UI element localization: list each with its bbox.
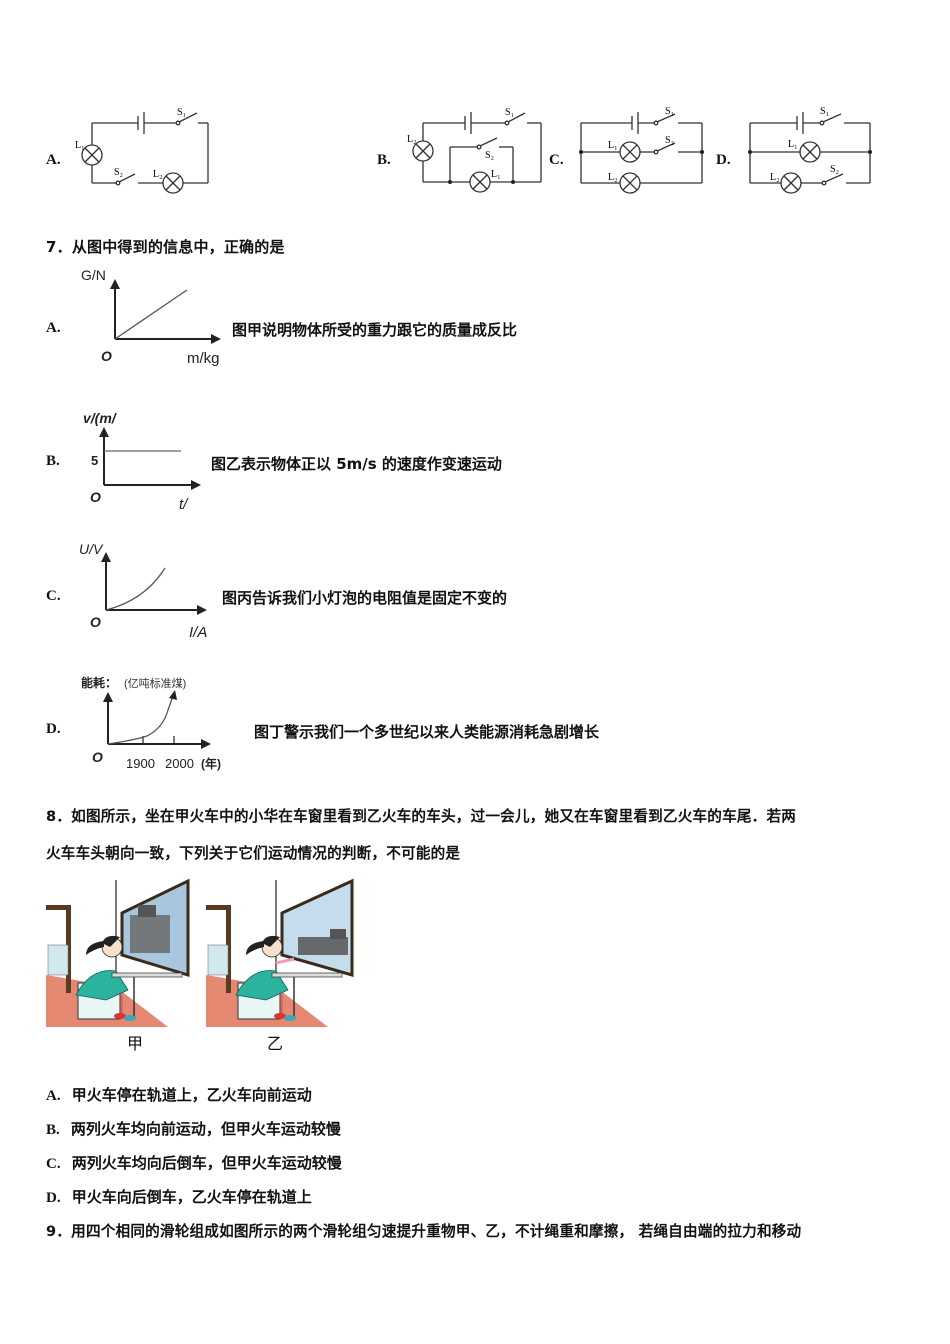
x-axis-label: t/ xyxy=(179,496,189,513)
q7-graph-c: U/V O I/A xyxy=(79,541,207,641)
q6-option-d-label[interactable]: D. xyxy=(716,152,731,168)
y-axis-label: U/V xyxy=(79,541,104,557)
x-axis-arrow-icon xyxy=(191,480,201,490)
y-axis-label: v/(m/ xyxy=(83,410,118,426)
q6-circuit-d: S₁ L₁ L₂ S₂ xyxy=(748,106,872,194)
q8-option-c-text: 两列火车均向后倒车，但甲火车运动较慢 xyxy=(71,1154,342,1172)
switch-label-s2: S₂ xyxy=(665,135,674,146)
x-axis-arrow-icon xyxy=(201,739,211,749)
y-axis-label: 能耗： xyxy=(81,675,117,690)
q8-stem-line2: 火车车头朝向一致，下列关于它们运动情况的判断，不可能的是 xyxy=(46,845,461,862)
q6-option-a-label[interactable]: A. xyxy=(46,152,61,168)
q7-option-b-label[interactable]: B. xyxy=(46,453,60,469)
switch-label-s2: S₂ xyxy=(485,150,494,161)
switch-label-s2: S₂ xyxy=(114,167,123,178)
q7-graph-d: 能耗： (亿吨标准煤) O 1900 2000 (年) xyxy=(81,675,221,771)
q8-figure-jia-caption: 甲 xyxy=(127,1034,144,1053)
origin-label: O xyxy=(92,749,103,765)
y-axis-arrow-icon xyxy=(110,279,120,289)
origin-label: O xyxy=(90,614,101,630)
q6-circuit-a: L₁ S₁ S₂ L₂ xyxy=(75,107,209,194)
y-axis-label: G/N xyxy=(81,267,106,283)
switch-label-s1: S₁ xyxy=(665,106,674,117)
x-axis-label: I/A xyxy=(189,624,207,641)
q6-option-c-label[interactable]: C. xyxy=(549,152,564,168)
q8-option-d-text: 甲火车向后倒车，乙火车停在轨道上 xyxy=(71,1188,312,1206)
q7-graph-a: G/N O m/kg xyxy=(81,267,221,367)
origin-label: O xyxy=(90,489,101,505)
switch-label-s1: S₁ xyxy=(177,107,186,118)
q8-figure-yi-caption: 乙 xyxy=(267,1034,284,1053)
lamp-label-l1: L₁ xyxy=(608,140,618,151)
lamp-label-l1: L₁ xyxy=(75,140,85,151)
switch-label-s1: S₁ xyxy=(820,106,829,117)
origin-label: O xyxy=(101,348,112,364)
q8-option-d[interactable]: D. 甲火车向后倒车，乙火车停在轨道上 xyxy=(46,1186,312,1207)
q7-option-d-text: 图丁警示我们一个多世纪以来人类能源消耗急剧增长 xyxy=(254,723,600,741)
lamp-label-l1: L₁ xyxy=(788,139,798,150)
q7-graph-b: v/(m/ 5 O t/ xyxy=(83,410,201,513)
q8-option-c-label: C. xyxy=(46,1156,61,1172)
q7-option-a-text: 图甲说明物体所受的重力跟它的质量成反比 xyxy=(232,321,518,339)
q8-stem-line1: 8．如图所示，坐在甲火车中的小华在车窗里看到乙火车的车头，过一会儿，她又在车窗里… xyxy=(46,808,797,825)
x-tick-2000: 2000 xyxy=(165,756,194,771)
y-axis-arrow-icon xyxy=(103,692,113,702)
q6-circuit-b: L₂ S₁ S₂ L₁ xyxy=(407,107,542,193)
y-tick-label: 5 xyxy=(91,453,98,468)
q7-option-d-label[interactable]: D. xyxy=(46,721,61,737)
q7-stem: 7．从图中得到的信息中，正确的是 xyxy=(46,238,285,256)
switch-label-s1: S₁ xyxy=(505,107,514,118)
q8-option-d-label: D. xyxy=(46,1190,61,1206)
lamp-label-l2: L₂ xyxy=(153,169,163,180)
lamp-label-l1: L₁ xyxy=(491,169,501,180)
y-axis-arrow-icon xyxy=(99,427,109,437)
q8-option-a-label: A. xyxy=(46,1088,61,1104)
q8-option-a[interactable]: A. 甲火车停在轨道上，乙火车向前运动 xyxy=(46,1084,312,1105)
q6-option-b-label[interactable]: B. xyxy=(377,152,391,168)
q9-stem: 9．用四个相同的滑轮组成如图所示的两个滑轮组匀速提升重物甲、乙，不计绳重和摩擦，… xyxy=(46,1223,802,1240)
q8-option-b-label: B. xyxy=(46,1122,60,1138)
y-axis-unit: (亿吨标准煤) xyxy=(124,676,186,690)
switch-label-s2: S₂ xyxy=(830,164,839,175)
q7-option-c-label[interactable]: C. xyxy=(46,588,61,604)
q8-figure-jia xyxy=(46,878,190,1027)
lamp-label-l2: L₂ xyxy=(407,134,417,145)
q8-option-c[interactable]: C. 两列火车均向后倒车，但甲火车运动较慢 xyxy=(46,1152,342,1173)
q8-option-a-text: 甲火车停在轨道上，乙火车向前运动 xyxy=(71,1086,312,1104)
x-axis-label: m/kg xyxy=(187,350,220,367)
q7-option-c-text: 图丙告诉我们小灯泡的电阻值是固定不变的 xyxy=(222,589,508,607)
x-axis-label: (年) xyxy=(201,756,221,771)
q8-figure-yi xyxy=(206,878,354,1027)
x-axis-arrow-icon xyxy=(211,334,221,344)
q7-option-a-label[interactable]: A. xyxy=(46,320,61,336)
x-axis-arrow-icon xyxy=(197,605,207,615)
curve-arrow-icon xyxy=(169,690,177,700)
q6-circuit-c: S₁ S₂ L₁ L₂ xyxy=(579,106,704,194)
lamp-label-l2: L₂ xyxy=(770,172,780,183)
q8-option-b[interactable]: B. 两列火车均向前运动，但甲火车运动较慢 xyxy=(46,1118,341,1139)
lamp-label-l2: L₂ xyxy=(608,172,618,183)
q7-option-b-text: 图乙表示物体正以 5m/s 的速度作变速运动 xyxy=(211,455,502,473)
x-tick-1900: 1900 xyxy=(126,756,155,771)
q8-option-b-text: 两列火车均向前运动，但甲火车运动较慢 xyxy=(70,1120,341,1138)
y-axis-arrow-icon xyxy=(101,552,111,562)
